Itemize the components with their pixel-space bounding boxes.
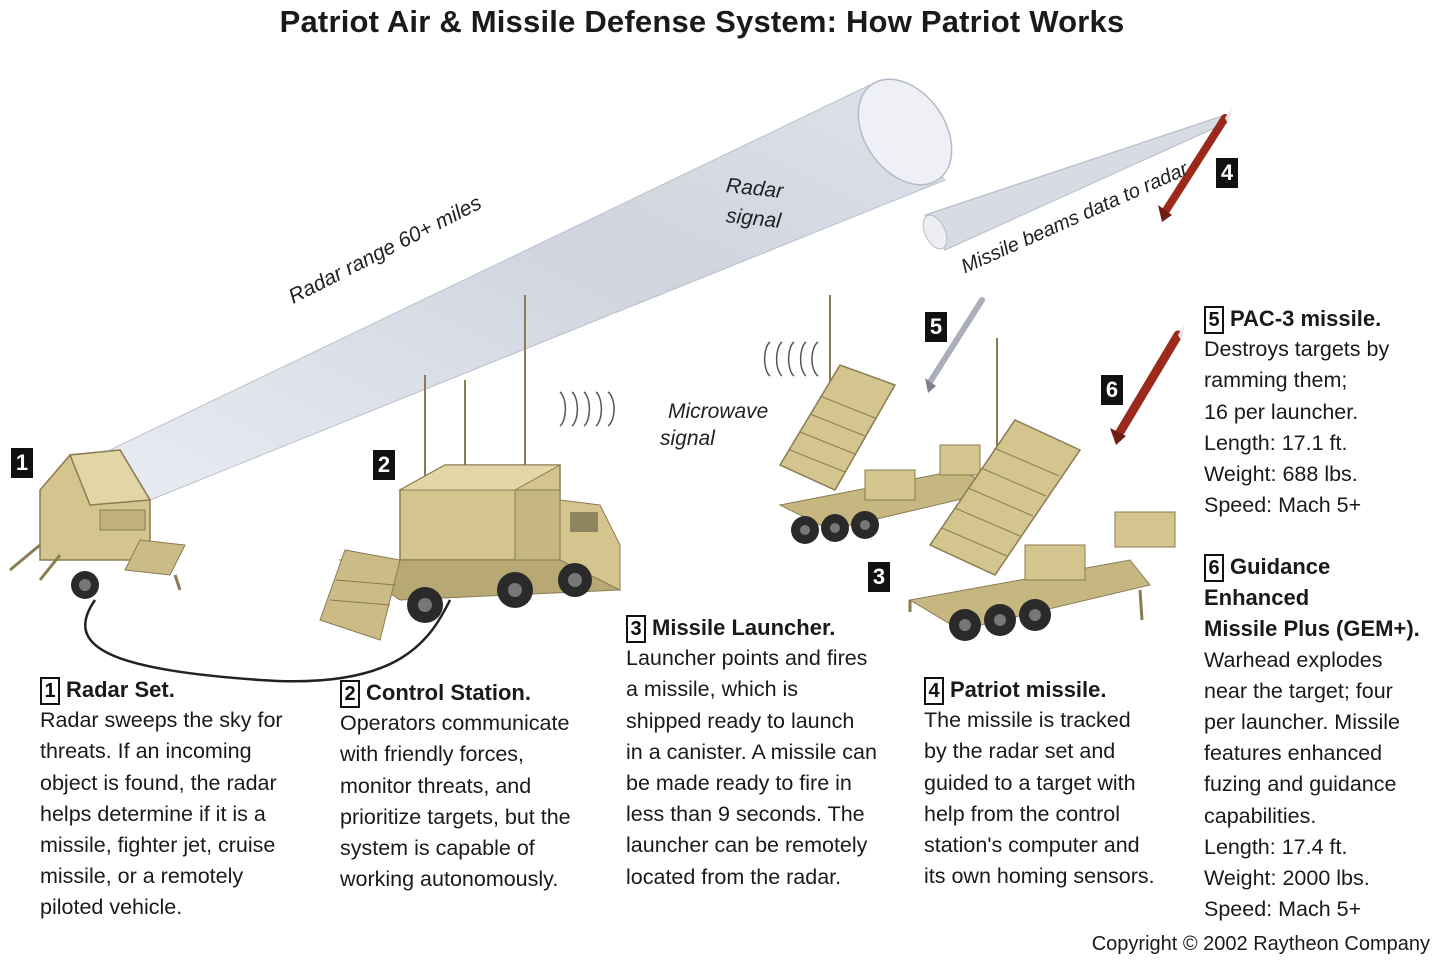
item-line: prioritize targets, but the: [340, 804, 571, 829]
item-line: threats. If an incoming: [40, 739, 252, 764]
item-line: Destroys targets by: [1204, 337, 1390, 362]
item-line: Warhead explodes: [1204, 647, 1383, 672]
item-line: object is found, the radar: [40, 770, 277, 795]
badge-2: 2: [373, 450, 395, 480]
missile-data-beam: [922, 114, 1229, 251]
item-line: Length: 17.1 ft.: [1204, 430, 1348, 455]
item-line: piloted vehicle.: [40, 895, 183, 920]
item-heading: Guidance Enhanced: [1204, 554, 1331, 611]
item-line: located from the radar.: [626, 864, 842, 889]
item-line: less than 9 seconds. The: [626, 802, 865, 827]
item-line: launcher can be remotely: [626, 833, 868, 858]
badge-4: 4: [1216, 158, 1238, 188]
item-line: in a canister. A missile can: [626, 739, 877, 764]
item-heading-2: Missile Plus (GEM+).: [1204, 616, 1420, 642]
item-line: a missile, which is: [626, 677, 799, 702]
item-line: station's computer and: [924, 833, 1140, 858]
item-line: fuzing and guidance: [1204, 772, 1397, 797]
item-number-5: 5: [1204, 306, 1224, 335]
item-line: missile, or a remotely: [40, 864, 244, 889]
item-line: guided to a target with: [924, 770, 1136, 795]
badge-3: 3: [868, 562, 890, 592]
item-heading: Control Station.: [366, 680, 531, 705]
item-line: The missile is tracked: [924, 708, 1131, 733]
item-line: Speed: Mach 5+: [1204, 897, 1362, 922]
item-line: helps determine if it is a: [40, 801, 266, 826]
item-heading: PAC-3 missile.: [1230, 306, 1382, 331]
patriot-missile: [1158, 108, 1232, 222]
item-line: monitor threats, and: [340, 773, 532, 798]
item-line: ramming them;: [1204, 368, 1348, 393]
item-line: Weight: 688 lbs.: [1204, 462, 1358, 487]
item-heading: Radar Set.: [66, 677, 175, 702]
item-heading: Patriot missile.: [950, 677, 1107, 702]
item-line: near the target; four: [1204, 678, 1393, 703]
radar-set-vehicle: [9, 449, 186, 599]
item-line: be made ready to fire in: [626, 771, 852, 796]
item-number-3: 3: [626, 615, 646, 644]
copyright-notice: Copyright © 2002 Raytheon Company: [1091, 933, 1430, 955]
item-line: capabilities.: [1204, 803, 1317, 828]
item-heading: Missile Launcher.: [652, 615, 836, 640]
microwave-arcs-2: [763, 341, 819, 377]
missile-launcher-front: [908, 338, 1176, 641]
item-line: its own homing sensors.: [924, 864, 1155, 889]
item-line: Operators communicate: [340, 711, 570, 736]
item-number-4: 4: [924, 677, 944, 706]
item-line: with friendly forces,: [340, 742, 525, 767]
item-number-2: 2: [340, 680, 360, 709]
item-line: working autonomously.: [340, 867, 559, 892]
item-number-6: 6: [1204, 554, 1224, 583]
item-line: Launcher points and fires: [626, 646, 868, 671]
badge-1: 1: [11, 448, 33, 478]
item-line: features enhanced: [1204, 741, 1383, 766]
radar-beam: [109, 78, 953, 501]
page-title: Patriot Air & Missile Defense System: Ho…: [279, 4, 1125, 39]
item-line: Length: 17.4 ft.: [1204, 834, 1348, 859]
badge-6: 6: [1101, 375, 1123, 405]
item-line: help from the control: [924, 801, 1120, 826]
item-line: Weight: 2000 lbs.: [1204, 866, 1370, 891]
pac3-missile: [925, 297, 985, 393]
microwave-arcs-1: [559, 391, 615, 427]
microwave-label-1: Microwave: [668, 400, 769, 423]
item-line: Radar sweeps the sky for: [40, 708, 283, 733]
item-line: per launcher. Missile: [1204, 710, 1400, 735]
missile-launcher-back: [778, 295, 1002, 544]
item-line: Speed: Mach 5+: [1204, 493, 1362, 518]
item-line: shipped ready to launch: [626, 708, 855, 733]
item-line: system is capable of: [340, 836, 535, 861]
item-line: 16 per launcher.: [1204, 399, 1359, 424]
item-line: by the radar set and: [924, 739, 1116, 764]
item-number-1: 1: [40, 677, 60, 706]
item-line: missile, fighter jet, cruise: [40, 833, 276, 858]
gem-plus-missile: [1110, 325, 1184, 445]
control-station-vehicle: [319, 295, 622, 641]
badge-5: 5: [925, 312, 947, 342]
cable: [84, 599, 452, 683]
microwave-label-2: signal: [660, 427, 715, 450]
